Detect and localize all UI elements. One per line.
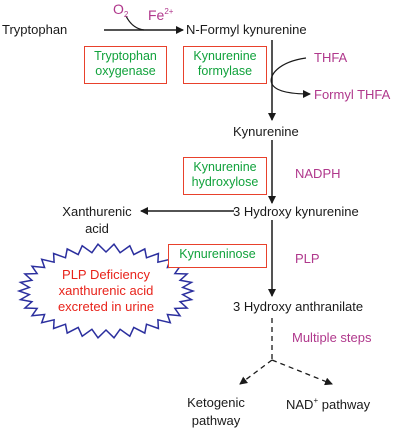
- dashed-branch-ketogenic: [239, 359, 273, 385]
- xanthurenic-line2: acid: [85, 221, 109, 236]
- o2-label: O2: [113, 1, 129, 20]
- plp-deficiency-line1: PLP Deficiency: [62, 267, 150, 282]
- kynureninose-text: Kynureninose: [179, 247, 256, 261]
- xanthurenic-acid-label: Xanthurenic acid: [52, 204, 142, 236]
- formyl-thfa-label: Formyl THFA: [314, 87, 391, 102]
- plp-deficiency-starburst: [16, 243, 196, 339]
- tryptophan-oxygenase-box: Tryptophan oxygenase: [84, 46, 167, 84]
- kynurenine-formylase-line1: Kynurenine: [193, 49, 257, 63]
- o2-main: O: [113, 1, 124, 17]
- n-formyl-kynurenine-label: N-Formyl kynurenine: [186, 22, 307, 37]
- plp-deficiency-line3: excreted in urine: [57, 299, 155, 314]
- kynurenine-formylase-box: Kynurenine formylase: [183, 46, 267, 84]
- nad-pathway-label: NAD+ pathway: [286, 396, 371, 414]
- ketogenic-line2: pathway: [191, 413, 241, 428]
- plp-label: PLP: [295, 251, 320, 266]
- thfa-label: THFA: [314, 50, 348, 65]
- nad-main: NAD: [286, 397, 314, 412]
- o2-curve: [125, 15, 145, 31]
- kynurenine-label: Kynurenine: [233, 124, 299, 139]
- fe-label: Fe2+: [148, 7, 174, 25]
- kynurenine-hydroxylose-box: Kynurenine hydroxylose: [183, 157, 267, 195]
- o2-subscript: 2: [123, 10, 129, 19]
- fe-main: Fe: [148, 7, 165, 23]
- kynurenine-formylase-line2: formylase: [197, 64, 253, 78]
- kynurenine-hydroxylose-line1: Kynurenine: [193, 160, 257, 174]
- plp-deficiency-line2: xanthurenic acid: [58, 283, 154, 298]
- ketogenic-line1: Ketogenic: [187, 395, 245, 410]
- tryptophan-label: Tryptophan: [2, 22, 68, 37]
- multiple-steps-label: Multiple steps: [292, 330, 372, 345]
- fe-superscript: 2+: [164, 7, 174, 16]
- ketogenic-pathway-label: Ketogenic pathway: [176, 395, 256, 428]
- kynurenine-hydroxylose-line2: hydroxylose: [191, 175, 259, 189]
- kynureninose-box: Kynureninose: [168, 244, 267, 268]
- xanthurenic-line1: Xanthurenic: [62, 204, 132, 219]
- dashed-branch-nad: [271, 359, 333, 386]
- nad-rest: pathway: [318, 397, 371, 412]
- tryptophan-oxygenase-line1: Tryptophan: [94, 49, 157, 63]
- tryptophan-oxygenase-line2: oxygenase: [95, 64, 156, 78]
- 3-hydroxy-kynurenine-label: 3 Hydroxy kynurenine: [233, 204, 359, 219]
- plp-deficiency-note: PLP Deficiency xanthurenic acid excreted…: [28, 267, 184, 315]
- 3-hydroxy-anthranilate-label: 3 Hydroxy anthranilate: [233, 299, 364, 314]
- nad-superscript: +: [313, 396, 319, 405]
- arrow-thfa-to-formyl-thfa: [270, 57, 311, 98]
- nadph-label: NADPH: [295, 166, 341, 181]
